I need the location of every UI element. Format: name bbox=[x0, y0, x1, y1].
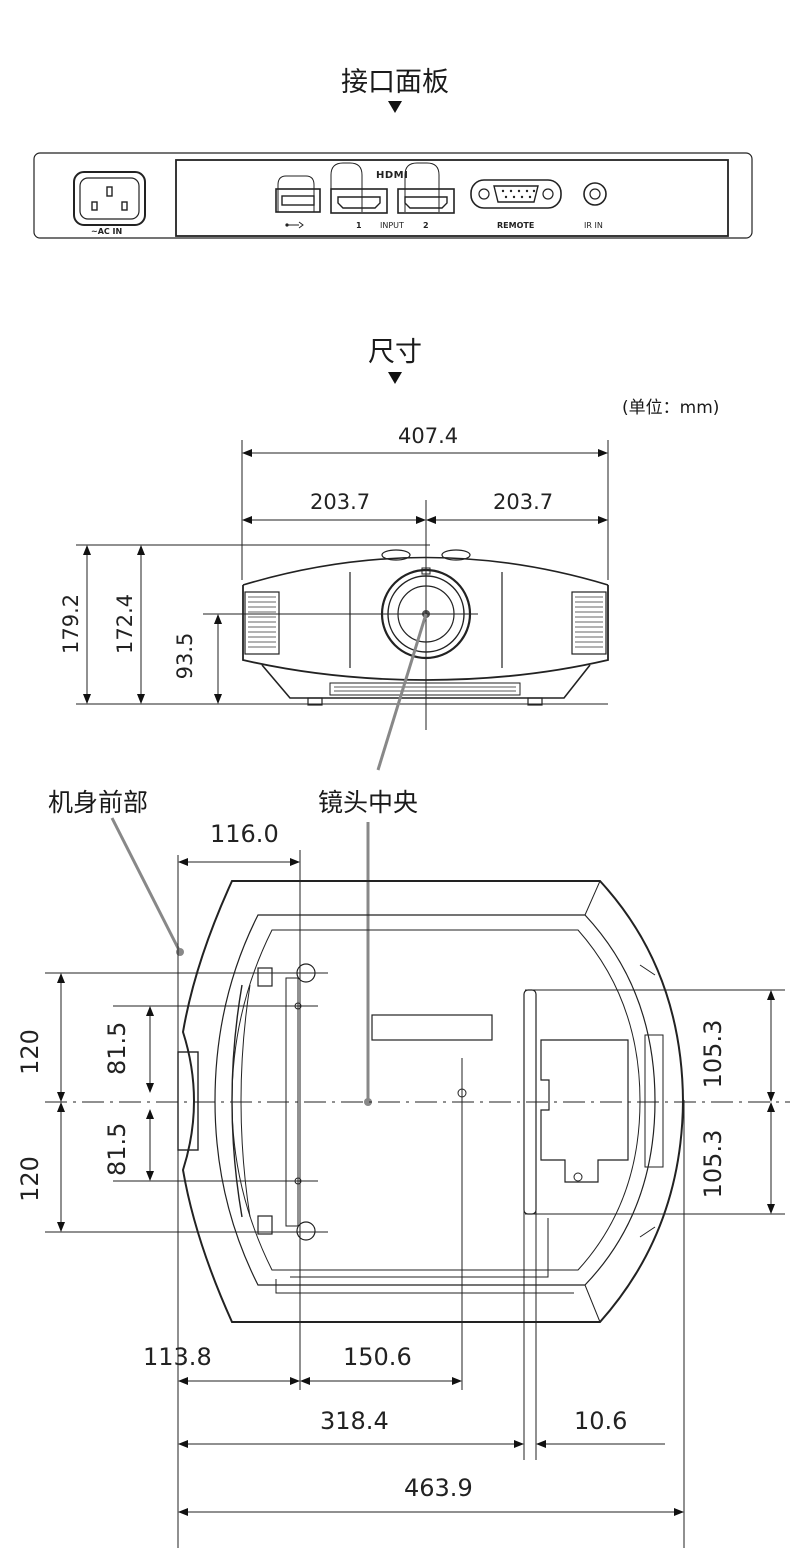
callout-body-front: 机身前部 bbox=[48, 788, 149, 817]
connector-panel-heading: 接口面板 bbox=[341, 67, 449, 98]
dim-right-upper: 105.3 bbox=[699, 1019, 727, 1089]
dim-inner-lower: 81.5 bbox=[103, 1122, 131, 1176]
dim-b1: 113.8 bbox=[143, 1343, 212, 1371]
dim-half-right: 203.7 bbox=[493, 490, 554, 514]
bottom-view bbox=[177, 880, 685, 1323]
remote-label: REMOTE bbox=[497, 221, 535, 230]
dim-left-upper: 120 bbox=[16, 1029, 44, 1075]
dim-b3: 318.4 bbox=[320, 1407, 389, 1435]
dim-right-lower: 105.3 bbox=[699, 1129, 727, 1199]
ac-in-label: ~AC IN bbox=[91, 227, 123, 236]
dim-foot-offset: 116.0 bbox=[210, 820, 279, 848]
dim-b4: 10.6 bbox=[574, 1407, 628, 1435]
input-2-label: 2 bbox=[423, 221, 429, 230]
dim-height-total: 179.2 bbox=[59, 593, 83, 654]
hdmi-logo: HDMI bbox=[376, 170, 409, 181]
input-label: INPUT bbox=[380, 221, 404, 230]
dimensions-heading: 尺寸 bbox=[368, 337, 422, 368]
down-triangle-icon bbox=[388, 101, 402, 113]
connector-panel bbox=[33, 152, 753, 239]
dim-lens-height: 93.5 bbox=[173, 632, 197, 680]
dim-b5: 463.9 bbox=[404, 1474, 473, 1502]
dim-height-body: 172.4 bbox=[113, 593, 137, 654]
dim-b2: 150.6 bbox=[343, 1343, 412, 1371]
dim-left-lower: 120 bbox=[16, 1156, 44, 1202]
dim-overall-width: 407.4 bbox=[398, 424, 459, 448]
input-1-label: 1 bbox=[356, 221, 362, 230]
dim-inner-upper: 81.5 bbox=[103, 1021, 131, 1075]
callout-lens-center: 镜头中央 bbox=[318, 788, 419, 817]
ir-in-label: IR IN bbox=[584, 221, 603, 230]
down-triangle-icon bbox=[388, 372, 402, 384]
unit-note: (单位：mm) bbox=[622, 398, 720, 418]
dim-half-left: 203.7 bbox=[310, 490, 371, 514]
